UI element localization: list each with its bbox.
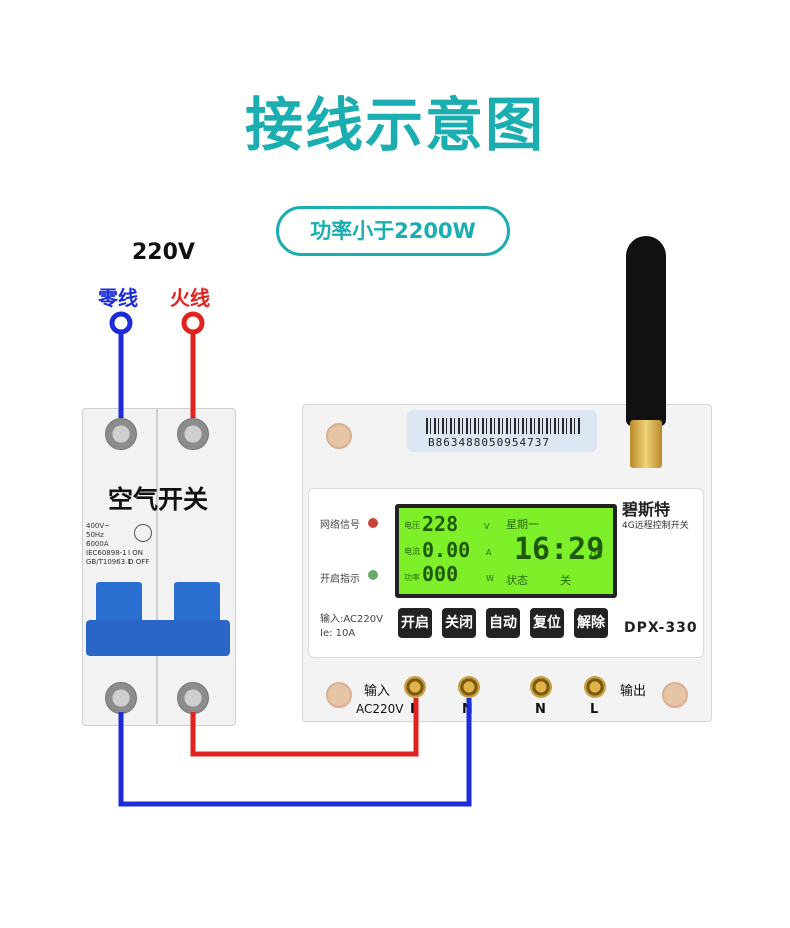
breaker-handle-bar[interactable] [86, 620, 230, 656]
breaker-top-screw-neutral-icon [105, 418, 137, 450]
lcd-voltage-label: 电压 [404, 521, 420, 530]
mount-hole-icon [662, 682, 688, 708]
lcd-power-label: 功率 [404, 573, 420, 582]
barcode-icon [426, 418, 580, 434]
release-button[interactable]: 解除 [574, 608, 608, 638]
close-button[interactable]: 关闭 [442, 608, 476, 638]
neutral-wire-breaker-to-device [118, 698, 472, 807]
breaker-spec-line: 400V~ [86, 522, 111, 530]
mount-hole-icon [326, 682, 352, 708]
lcd-clock-seconds: 05 [590, 550, 603, 561]
network-indicator-label: 网络信号 [320, 520, 360, 531]
antenna-connector-icon [630, 420, 662, 468]
voltage-label: 220V [132, 240, 195, 265]
reset-button[interactable]: 复位 [530, 608, 564, 638]
page-title: 接线示意图 [244, 91, 545, 159]
live-wire-label: 火线 [170, 286, 210, 310]
power-led-icon [368, 570, 378, 580]
lcd-current-value: 0.00 [422, 538, 471, 562]
lcd-status-label: 状态 [506, 574, 528, 587]
breaker-divider [156, 408, 158, 724]
air-breaker [82, 408, 236, 726]
lcd-power-value: 000 [422, 562, 459, 586]
lcd-voltage-unit: V [484, 522, 490, 531]
neutral-wire-label: 零线 [98, 286, 138, 310]
live-wire-breaker-to-device [190, 698, 419, 757]
neutral-source-terminal-icon [109, 311, 133, 335]
antenna-icon [626, 236, 666, 426]
lcd-power-unit: W [486, 574, 494, 583]
panel-current-spec: Ie: 10A [320, 628, 356, 639]
breaker-top-screw-live-icon [177, 418, 209, 450]
open-button[interactable]: 开启 [398, 608, 432, 638]
lcd-screen [395, 504, 617, 598]
terminal-input-spec: AC220V [356, 702, 404, 716]
lcd-voltage-value: 228 [422, 512, 459, 536]
barcode-number: B863488050954737 [428, 436, 550, 449]
terminal-output-label: 输出 [620, 684, 647, 699]
lcd-status-value: 关 [560, 574, 571, 587]
terminal-input-l-icon [404, 676, 426, 698]
lcd-current-unit: A [486, 548, 492, 557]
live-source-terminal-icon [181, 311, 205, 335]
breaker-on-off: I ON O OFF [128, 549, 149, 567]
breaker-spec-line: IEC60898-1 [86, 549, 127, 557]
breaker-bottom-screw-neutral-icon [105, 682, 137, 714]
ccc-mark-icon [134, 524, 152, 542]
terminal-output-l-icon [584, 676, 606, 698]
panel-input-spec: 输入:AC220V [320, 614, 383, 625]
brand-name: 碧斯特 [622, 500, 671, 519]
breaker-toggle-live[interactable] [174, 582, 220, 626]
breaker-spec-line: 50Hz [86, 531, 104, 539]
lcd-current-label: 电流 [404, 547, 420, 556]
breaker-spec-line: GB/T10963.1 [86, 558, 132, 566]
breaker-off-label: O OFF [128, 558, 150, 566]
model-number: DPX-330 [624, 620, 698, 636]
auto-button[interactable]: 自动 [486, 608, 520, 638]
network-led-icon [368, 518, 378, 528]
mount-hole-icon [326, 423, 352, 449]
lcd-clock-time: 16:29 [514, 532, 605, 567]
power-indicator-label: 开启指示 [320, 574, 360, 585]
lcd-weekday: 星期一 [506, 518, 539, 531]
condition-pill: 功率小于2200W [276, 206, 510, 256]
brand-subtitle: 4G远程控制开关 [622, 521, 689, 531]
breaker-toggle-neutral[interactable] [96, 582, 142, 626]
breaker-spec: 400V~ 50Hz 6000A IEC60898-1 GB/T10963.1 [86, 522, 154, 567]
terminal-input-label: 输入 [364, 684, 391, 699]
terminal-input-n-icon [458, 676, 480, 698]
breaker-label: 空气开关 [107, 485, 208, 514]
terminal-output-n-icon [530, 676, 552, 698]
breaker-spec-line: 6000A [86, 540, 109, 548]
breaker-on-label: I ON [128, 549, 144, 557]
